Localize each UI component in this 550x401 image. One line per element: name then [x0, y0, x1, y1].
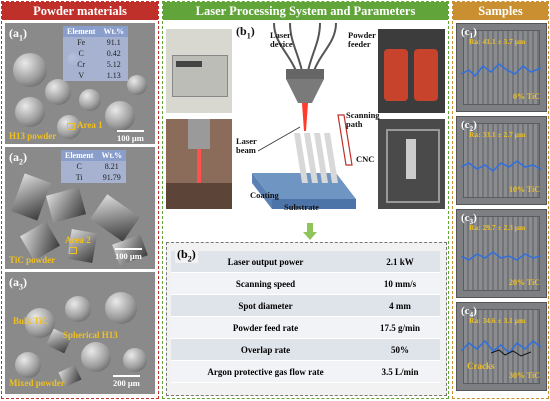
panel-label-c3: (c3) [461, 212, 477, 227]
panel-label-c1: (c1) [461, 26, 477, 41]
sample-c3: (c3) Ra: 29.7 ± 2.3 μm 20% TiC [456, 209, 547, 298]
panel-label-c4: (c4) [461, 305, 477, 320]
sample-c2-roughness: Ra: 33.1 ± 2.7 μm [469, 130, 526, 139]
spherical-h13-label: Spherical H13 [63, 330, 118, 340]
laser-device-label: Laser device [270, 30, 293, 49]
laser-processing-header: Laser Processing System and Parameters [163, 2, 448, 20]
area-2-label: Area 2 [65, 235, 91, 245]
sample-c4-roughness: Ra: 34.6 ± 3.1 μm [469, 316, 526, 325]
down-arrow-icon [303, 223, 317, 240]
sample-c1: (c1) Ra: 41.1 ± 3.7 μm 0% TiC [456, 23, 547, 112]
powder-materials-header: Powder materials [2, 2, 158, 20]
laser-beam-label: Laser beam [236, 136, 257, 155]
powder-feeder-label: Powder feeder [348, 30, 376, 49]
mixed-scale-bar: 200 μm [113, 375, 140, 388]
tic-powder-label: TiC powder [9, 255, 56, 265]
crack-line [491, 349, 531, 357]
sample-c1-content: 0% TiC [512, 92, 540, 101]
samples-panel: Samples (c1) Ra: 41.1 ± 3.7 μm 0% TiC (c… [452, 1, 549, 399]
laser-processing-panel: Laser Processing System and Parameters [162, 1, 449, 399]
powder-feeder-photo [378, 29, 445, 113]
area-1-label: Area 1 [77, 120, 103, 130]
cnc-label: CNC [356, 154, 375, 164]
sample-c3-content: 20% TiC [508, 278, 540, 287]
panel-label-b2: (b2) [175, 247, 198, 264]
laser-beam-photo [166, 119, 232, 209]
laser-system-diagram: (b1) Laser device Powder feeder Scanning… [166, 23, 445, 213]
panel-label-b1: (b1) [236, 24, 255, 41]
coating-label: Coating [250, 190, 279, 200]
sample-c4: (c4) Ra: 34.6 ± 3.1 μm Cracks 30% TiC [456, 302, 547, 391]
sample-c1-roughness: Ra: 41.1 ± 3.7 μm [469, 37, 526, 46]
laser-schematic [252, 23, 356, 209]
sample-c2-content: 10% TiC [508, 185, 540, 194]
area-2-marker [69, 247, 77, 254]
sample-c4-content: 30% TiC [508, 371, 540, 380]
mixed-sem-image: (a3) Bulk TiC Spherical H13 Mixed powder… [5, 272, 155, 394]
area-1-marker [67, 123, 75, 130]
h13-scale-bar: 100 μm [117, 130, 144, 143]
panel-label-a2: (a2) [9, 150, 27, 167]
bulk-tic-label: Bulk TiC [13, 316, 49, 326]
cracks-label: Cracks [467, 361, 495, 371]
samples-header: Samples [453, 2, 548, 20]
laser-device-photo [166, 29, 232, 113]
panel-label-a3: (a3) [9, 275, 27, 292]
h13-powder-label: H13 powder [9, 131, 57, 141]
substrate-label: Substrate [284, 202, 319, 212]
mixed-powder-label: Mixed powder [9, 378, 65, 388]
sample-c3-roughness: Ra: 29.7 ± 2.3 μm [469, 223, 526, 232]
scanning-path-label: Scanning path [346, 110, 380, 129]
tic-scale-bar: 100 μm [115, 248, 142, 261]
panel-label-c2: (c2) [461, 119, 477, 134]
panel-label-a1: (a1) [9, 26, 27, 43]
sample-c2: (c2) Ra: 33.1 ± 2.7 μm 10% TiC [456, 116, 547, 205]
cnc-photo [378, 119, 445, 209]
